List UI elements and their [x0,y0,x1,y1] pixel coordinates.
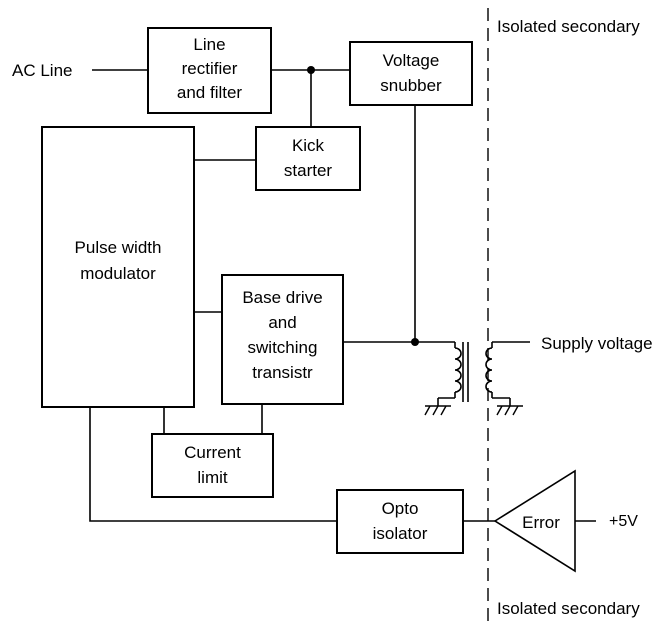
base-drive-label-1: Base drive [242,288,322,307]
base-drive-label-4: transistr [252,363,313,382]
line-rectifier-block: Line rectifier and filter [147,27,272,114]
base-drive-block: Base drive and switching transistr [221,274,344,405]
opto-label-2: isolator [373,524,428,543]
base-drive-label-3: switching [248,338,318,357]
rectifier-label-2: rectifier [182,59,238,78]
pwm-label-1: Pulse width [75,238,162,257]
opto-label-1: Opto [382,499,419,518]
pwm-to-opto-wire [89,407,337,522]
current-limit-block: Current limit [151,433,274,498]
error-label: Error [522,513,560,532]
plus-5v-label: +5V [609,513,638,530]
supply-voltage-label: Supply voltage [541,334,653,353]
pulse-width-modulator-block: Pulse width modulator [41,126,195,408]
primary-ground-icon [424,405,451,416]
current-limit-label-1: Current [184,443,241,462]
primary-junction-dot [411,338,419,346]
rectifier-label-1: Line [193,35,225,54]
secondary-ground-icon [496,405,523,416]
voltage-snubber-block: Voltage snubber [349,41,473,106]
transformer-symbol [437,341,530,406]
ac-line-label: AC Line [12,61,72,80]
isolated-secondary-top-label: Isolated secondary [497,17,640,36]
base-drive-label-2: and [268,313,296,332]
snubber-label-1: Voltage [383,51,440,70]
snubber-label-2: snubber [380,76,442,95]
isolated-secondary-bottom-label: Isolated secondary [497,599,640,618]
current-limit-label-2: limit [197,468,227,487]
error-amplifier-triangle: Error [493,469,576,573]
opto-isolator-block: Opto isolator [336,489,464,554]
kick-label-1: Kick [292,136,325,155]
rectifier-label-3: and filter [177,83,243,102]
kick-starter-block: Kick starter [255,126,361,191]
pwm-label-2: modulator [80,264,156,283]
kick-label-2: starter [284,161,333,180]
